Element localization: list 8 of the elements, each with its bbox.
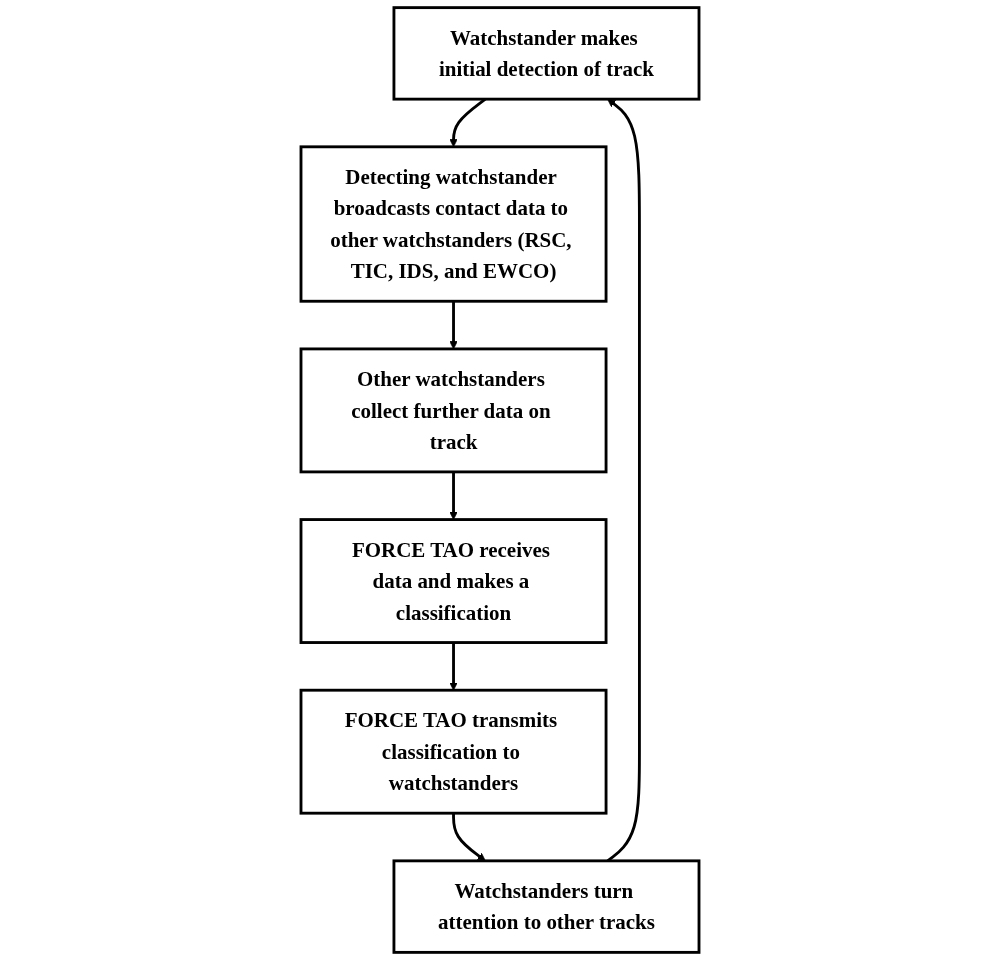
- node-box: Watchstanders turn attention to other tracks: [392, 859, 701, 954]
- node-box: FORCE TAO receives data and makes a classification: [299, 518, 608, 644]
- node-box: FORCE TAO transmits classification to watchstanders: [299, 688, 608, 815]
- node-box: Detecting watchstander broadcasts contact data to other watchstanders (RSC, TIC, IDS, and EWCO): [299, 145, 608, 303]
- arrow: [449, 642, 458, 691]
- node-box: Watchstander makes initial detection of track: [392, 6, 701, 101]
- arrow: [449, 471, 458, 520]
- node-box: Other watchstanders collect further data on track: [299, 347, 608, 474]
